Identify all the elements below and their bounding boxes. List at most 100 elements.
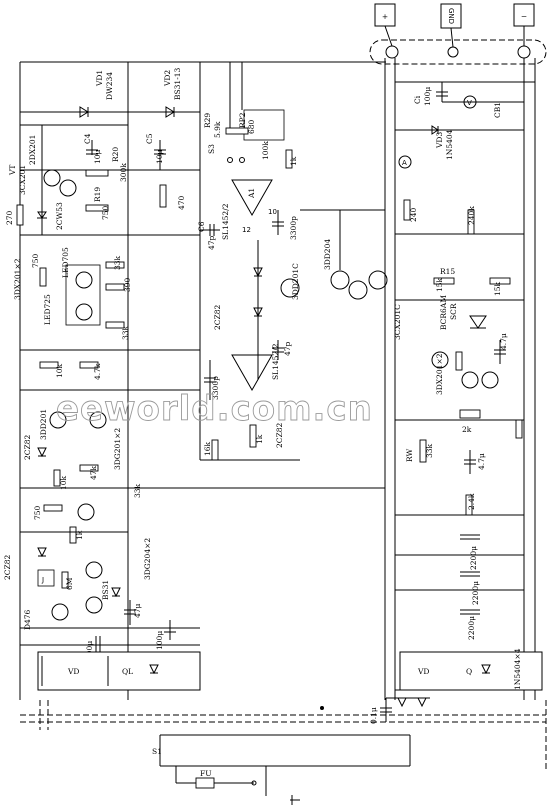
svg-text:6M: 6M [65, 577, 74, 590]
capacitor-100u-a: 100μ [85, 636, 101, 660]
svg-text:2200μ: 2200μ [467, 616, 476, 640]
svg-text:12: 12 [242, 226, 251, 234]
svg-text:47k: 47k [89, 465, 98, 480]
svg-text:LED705: LED705 [61, 247, 70, 278]
transistor-d476 [51, 603, 69, 621]
resistor-470 [159, 184, 167, 208]
svg-text:33k: 33k [113, 255, 122, 270]
svg-text:3DG204×2: 3DG204×2 [143, 538, 152, 580]
svg-text:3CX201C: 3CX201C [393, 304, 402, 340]
svg-text:16k: 16k [203, 441, 212, 456]
svg-text:3CX201: 3CX201 [18, 165, 27, 195]
svg-text:47p: 47p [207, 235, 216, 250]
terminal-minus: − [513, 3, 535, 27]
diode-vd2 [165, 106, 175, 118]
svg-text:2200μ: 2200μ [471, 581, 480, 605]
svg-text:4.7μ: 4.7μ [499, 333, 508, 350]
svg-text:10μ: 10μ [93, 149, 102, 164]
rp2-box [243, 109, 285, 141]
svg-text:A1: A1 [247, 188, 256, 199]
svg-text:47μ: 47μ [133, 603, 142, 618]
svg-text:VT: VT [8, 165, 17, 176]
watermark: eeworld.com.cn [56, 389, 373, 429]
transistor-3cx201c [431, 351, 449, 369]
svg-text:−: − [521, 12, 527, 21]
svg-text:10μ: 10μ [155, 149, 164, 164]
svg-text:QL: QL [122, 667, 133, 676]
svg-text:V: V [467, 99, 472, 107]
ammeter [398, 155, 412, 169]
svg-text:3DX201×2: 3DX201×2 [435, 353, 444, 395]
svg-text:RW: RW [405, 449, 414, 462]
svg-text:2CZ82: 2CZ82 [23, 435, 32, 460]
resistor-1k-low [69, 526, 77, 544]
svg-text:2DX201: 2DX201 [28, 135, 37, 165]
svg-text:GND: GND [447, 8, 455, 24]
relay-j [37, 569, 55, 587]
svg-text:VD2: VD2 [163, 70, 172, 87]
output-minus-connector [517, 45, 531, 59]
svg-text:5.9k: 5.9k [213, 121, 222, 138]
svg-text:750: 750 [101, 205, 110, 220]
resistor-270 [16, 204, 24, 226]
power-module-left [37, 651, 201, 691]
svg-text:750: 750 [31, 253, 40, 268]
svg-text:BS31: BS31 [101, 580, 110, 600]
phototransistor-vd2 [75, 303, 93, 321]
svg-text:BS31-13: BS31-13 [173, 68, 182, 100]
transistor-3dd204 [330, 270, 350, 290]
svg-text:FU: FU [200, 769, 212, 778]
svg-text:SCR: SCR [449, 303, 458, 320]
svg-text:240k: 240k [467, 206, 476, 225]
svg-text:240: 240 [409, 207, 418, 222]
svg-text:CB1: CB1 [493, 102, 502, 118]
terminal-gnd: GND [440, 3, 462, 29]
svg-text:C6: C6 [197, 221, 206, 232]
svg-text:100μ: 100μ [85, 641, 94, 660]
opamp-a1 [231, 179, 273, 217]
resistor-4-7k [79, 361, 99, 369]
svg-text:33k: 33k [133, 483, 142, 498]
svg-text:47p: 47p [283, 341, 292, 356]
power-module-right [399, 651, 543, 691]
svg-text:3DD204: 3DD204 [323, 239, 332, 270]
svg-text:0.1μ: 0.1μ [369, 707, 378, 724]
diode-2cz82-low [37, 547, 47, 558]
optocoupler-box [65, 264, 101, 326]
svg-text:3DG201×2: 3DG201×2 [113, 428, 122, 470]
svg-text:300k: 300k [119, 163, 128, 182]
svg-text:100k: 100k [261, 141, 270, 160]
resistor-15k [489, 277, 511, 285]
svg-text:+: + [382, 12, 388, 21]
resistor-33k-r [419, 439, 427, 463]
svg-text:390: 390 [123, 277, 132, 292]
diode-ql [149, 664, 159, 675]
resistor-750 [39, 267, 47, 287]
capacitor-2200u-2: 2200μ [460, 571, 480, 605]
svg-text:LED725: LED725 [43, 294, 52, 325]
svg-text:Q: Q [466, 667, 472, 676]
svg-text:2.4k: 2.4k [467, 493, 476, 510]
zener-2cz82 [37, 447, 47, 458]
svg-text:S1: S1 [152, 747, 162, 756]
transistor-vt1 [77, 503, 95, 521]
resistor-1k-top [285, 149, 293, 169]
diode-vd-2cz82-b [253, 307, 263, 318]
svg-text:270: 270 [5, 210, 14, 225]
svg-text:R20: R20 [111, 147, 120, 162]
svg-text:R15: R15 [440, 267, 455, 276]
zener-diode-vd1 [79, 106, 89, 118]
resistor-10k-a [39, 361, 59, 369]
diode-vd-2cz82-a [253, 267, 263, 278]
svg-text:R29: R29 [203, 113, 212, 128]
svg-text:VD: VD [67, 667, 79, 676]
svg-text:C4: C4 [83, 133, 92, 144]
svg-text:BCR6AM: BCR6AM [439, 295, 448, 330]
transistor-3dd201c [280, 278, 300, 298]
output-gnd-connector [447, 46, 459, 58]
svg-text:VD3: VD3 [435, 132, 444, 149]
resistor-240 [403, 199, 411, 221]
svg-text:680: 680 [247, 119, 256, 134]
svg-text:1k: 1k [255, 434, 264, 444]
